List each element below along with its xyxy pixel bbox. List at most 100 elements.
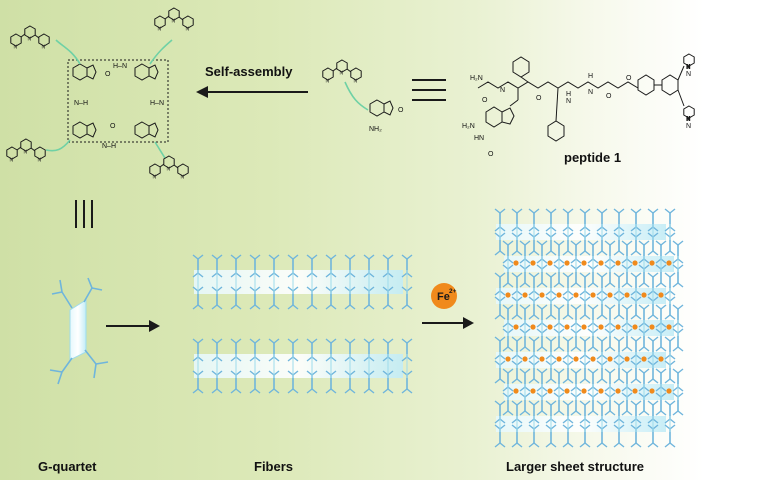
svg-text:HN: HN [474, 135, 484, 142]
iron-ion-dot [666, 388, 672, 394]
svg-text:H₂N: H₂N [462, 123, 475, 130]
equivalence-symbol [412, 79, 446, 101]
iron-ion-dot [522, 356, 528, 362]
iron-ion-dot [649, 388, 655, 394]
iron-ion-dot [590, 292, 596, 298]
iron-ion-dot [641, 292, 647, 298]
svg-text:H₂N: H₂N [470, 75, 483, 82]
iron-ion-dot [581, 388, 587, 394]
iron-ion-dot [666, 324, 672, 330]
iron-ion-dot [598, 324, 604, 330]
arrow-right [422, 317, 474, 329]
sheet-structure-illustration [494, 208, 684, 448]
iron-ion-dot [547, 388, 553, 394]
g-quartet-structure: O H–N N–H H–N O N–H [7, 8, 193, 181]
peptide-label: peptide 1 [564, 150, 622, 165]
iron-ion-dot [547, 324, 553, 330]
iron-ion-dot [539, 292, 545, 298]
fiber-band [496, 224, 666, 240]
iron-charge: 2+ [449, 288, 457, 295]
iron-symbol: Fe [437, 291, 450, 303]
svg-text:O: O [482, 97, 488, 104]
iron-ion-dot [581, 324, 587, 330]
svg-text:O: O [626, 75, 632, 82]
iron-ion-badge: Fe 2+ [431, 283, 457, 309]
iron-ion-dot [530, 260, 536, 266]
iron-ion-dot [513, 260, 519, 266]
iron-ion-dot [624, 292, 630, 298]
iron-ion-dot [632, 260, 638, 266]
fiber-band [496, 352, 666, 368]
iron-ion-dot [547, 260, 553, 266]
svg-text:NH₂: NH₂ [369, 126, 382, 133]
svg-text:H–N: H–N [113, 63, 127, 70]
self-assembly-label: Self-assembly [205, 64, 293, 79]
svg-text:N–H: N–H [74, 100, 88, 107]
iron-ion-dot [624, 356, 630, 362]
iron-ion-dot [573, 356, 579, 362]
iron-ion-dot [615, 388, 621, 394]
svg-text:O: O [488, 151, 494, 158]
fiber-band [504, 256, 674, 272]
parallel-lines-symbol [75, 200, 93, 228]
fiber-band [194, 354, 403, 378]
iron-ion-dot [530, 324, 536, 330]
svg-text:N: N [686, 123, 691, 130]
iron-ion-dot [581, 260, 587, 266]
iron-ion-dot [598, 388, 604, 394]
svg-text:O: O [536, 95, 542, 102]
svg-text:O: O [110, 123, 116, 130]
iron-ion-dot [666, 260, 672, 266]
iron-ion-dot [649, 260, 655, 266]
fiber-band [504, 320, 674, 336]
svg-text:H: H [566, 91, 571, 98]
iron-ion-dot [615, 260, 621, 266]
iron-ion-dot [649, 324, 655, 330]
iron-ion-dot [556, 356, 562, 362]
g-quartet-label: G-quartet [38, 459, 97, 474]
svg-text:O: O [105, 71, 111, 78]
iron-ion-dot [513, 324, 519, 330]
svg-text:N: N [500, 87, 505, 94]
iron-ion-dot [522, 292, 528, 298]
iron-ion-dot [539, 356, 545, 362]
iron-ion-dot [598, 260, 604, 266]
peptide-structure [477, 53, 695, 142]
arrow-right [106, 320, 160, 332]
iron-ion-dot [615, 324, 621, 330]
iron-ion-dot [641, 356, 647, 362]
svg-text:H: H [588, 73, 593, 80]
peptide-atom-labels: H₂N O N O H N H N O O H₂N HN O N N [462, 71, 691, 158]
iron-ion-dot [590, 356, 596, 362]
fiber-band [496, 288, 666, 304]
arrow-left [196, 86, 308, 98]
larger-sheet-label: Larger sheet structure [506, 459, 644, 474]
iron-ion-dot [573, 292, 579, 298]
iron-ion-dot [530, 388, 536, 394]
iron-ion-dot [632, 324, 638, 330]
iron-ion-dot [658, 356, 664, 362]
monomer-structure: NH₂ O [323, 60, 404, 133]
iron-ion-dot [564, 388, 570, 394]
iron-ion-dot [658, 292, 664, 298]
iron-ion-dot [505, 292, 511, 298]
iron-ion-dot [564, 260, 570, 266]
fibers-label: Fibers [254, 459, 294, 474]
svg-text:N: N [588, 89, 593, 96]
fiber-band [194, 270, 403, 294]
g-quartet-cartoon [49, 277, 109, 385]
svg-text:H–N: H–N [150, 100, 164, 107]
fiber-band [504, 384, 674, 400]
svg-text:O: O [398, 107, 404, 114]
iron-ion-dot [607, 292, 613, 298]
fiber-band [496, 416, 666, 432]
fibers-illustration [192, 254, 413, 394]
svg-text:N: N [566, 98, 571, 105]
svg-text:O: O [606, 93, 612, 100]
svg-text:N–H: N–H [102, 143, 116, 150]
iron-ion-dot [607, 356, 613, 362]
iron-ion-dot [564, 324, 570, 330]
iron-ion-dot [632, 388, 638, 394]
